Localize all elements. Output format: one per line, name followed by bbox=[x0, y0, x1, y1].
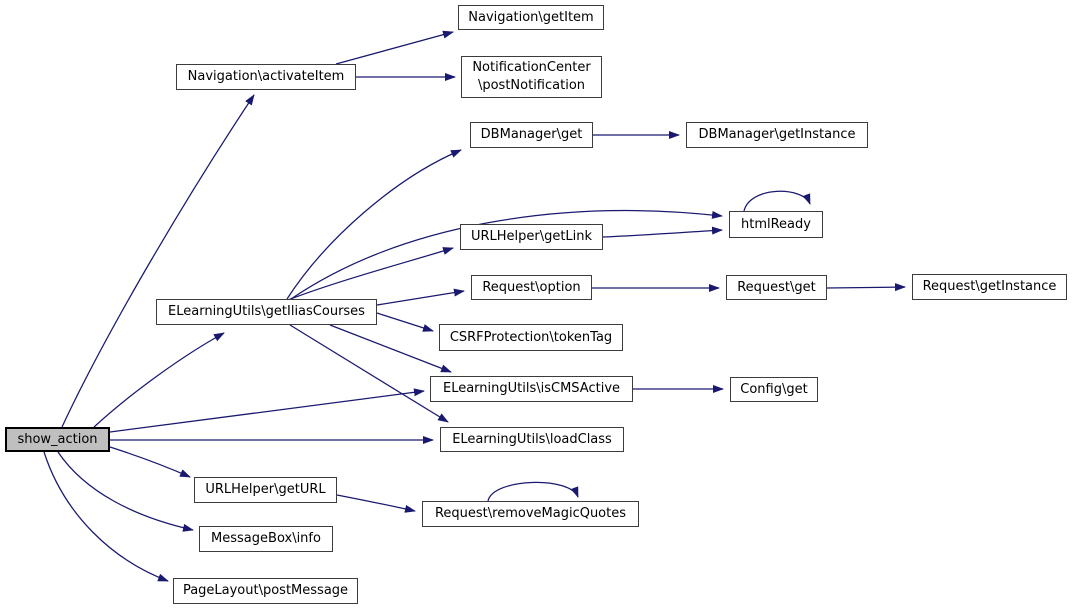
node-label: Config\get bbox=[740, 381, 808, 397]
node-elearningutils-getiliascourses[interactable]: ELearningUtils\getIliasCourses bbox=[156, 299, 377, 325]
node-pagelayout-postmessage[interactable]: PageLayout\postMessage bbox=[173, 578, 358, 604]
edge-elearningutils-getiliascourses-to-dbmanager-get bbox=[286, 149, 462, 300]
node-label: Navigation\activateItem bbox=[187, 69, 345, 85]
edge-request-removemagicquotes-to-request-removemagicquotes bbox=[487, 481, 579, 502]
edge-show-action-to-messagebox-info bbox=[57, 451, 194, 532]
edge-request-get-to-request-getinstance bbox=[826, 283, 906, 292]
node-dbmanager-getinstance[interactable]: DBManager\getInstance bbox=[686, 122, 868, 148]
node-show-action[interactable]: show_action bbox=[5, 427, 110, 452]
edge-show-action-to-elearningutils-iscmsactive bbox=[109, 388, 425, 433]
edge-htmlready-to-htmlready bbox=[743, 190, 811, 212]
node-navigation-getitem[interactable]: Navigation\getItem bbox=[458, 5, 604, 30]
node-dbmanager-get[interactable]: DBManager\get bbox=[470, 122, 593, 148]
edge-elearningutils-getiliascourses-to-csrfprotection-tokentag bbox=[376, 312, 434, 332]
node-label: DBManager\getInstance bbox=[698, 127, 856, 143]
edge-elearningutils-getiliascourses-to-elearningutils-iscmsactive bbox=[329, 324, 452, 373]
node-label: DBManager\get bbox=[480, 127, 583, 143]
node-label: PageLayout\postMessage bbox=[182, 583, 349, 599]
node-label: ELearningUtils\isCMSActive bbox=[442, 381, 621, 397]
node-label: Request\get bbox=[737, 279, 816, 295]
node-label: Request\removeMagicQuotes bbox=[434, 506, 627, 522]
edge-show-action-to-navigation-activateitem bbox=[61, 94, 255, 428]
edge-show-action-to-pagelayout-postmessage bbox=[43, 451, 169, 582]
node-urlhelper-geturl[interactable]: URLHelper\getURL bbox=[194, 477, 337, 503]
node-htmlready[interactable]: htmlReady bbox=[729, 211, 823, 238]
edge-show-action-to-urlhelper-geturl bbox=[109, 446, 191, 478]
node-config-get[interactable]: Config\get bbox=[730, 377, 818, 402]
node-label: NotificationCenter bbox=[472, 60, 591, 76]
edge-elearningutils-getiliascourses-to-elearningutils-loadclass bbox=[289, 324, 449, 423]
node-label: URLHelper\getURL bbox=[205, 482, 326, 498]
node-label: URLHelper\getLink bbox=[470, 229, 593, 245]
edge-elearningutils-getiliascourses-to-htmlready bbox=[290, 210, 723, 300]
node-label: \postNotification bbox=[477, 78, 586, 93]
edge-elearningutils-getiliascourses-to-request-option bbox=[376, 288, 465, 306]
node-label: MessageBox\info bbox=[211, 531, 321, 547]
node-urlhelper-getlink[interactable]: URLHelper\getLink bbox=[460, 224, 603, 250]
node-request-getinstance[interactable]: Request\getInstance bbox=[912, 274, 1067, 300]
node-request-get[interactable]: Request\get bbox=[726, 275, 827, 300]
node-request-option[interactable]: Request\option bbox=[471, 275, 592, 300]
edge-show-action-to-elearningutils-getiliascourses bbox=[93, 332, 225, 428]
node-navigation-activateitem[interactable]: Navigation\activateItem bbox=[176, 64, 356, 90]
node-label: ELearningUtils\loadClass bbox=[452, 431, 612, 447]
node-label: Navigation\getItem bbox=[468, 9, 594, 25]
node-label: Request\option bbox=[482, 279, 581, 295]
node-csrfprotection-tokentag[interactable]: CSRFProtection\tokenTag bbox=[439, 324, 623, 351]
node-label: ELearningUtils\getIliasCourses bbox=[168, 304, 365, 320]
edge-elearningutils-getiliascourses-to-urlhelper-getlink bbox=[287, 247, 454, 301]
edge-navigation-activateitem-to-navigation-getitem bbox=[335, 30, 454, 65]
node-elearningutils-iscmsactive[interactable]: ELearningUtils\isCMSActive bbox=[430, 376, 633, 402]
node-messagebox-info[interactable]: MessageBox\info bbox=[199, 526, 333, 552]
node-label: show_action bbox=[17, 431, 98, 447]
node-request-removemagicquotes[interactable]: Request\removeMagicQuotes bbox=[422, 501, 639, 527]
node-elearningutils-loadclass[interactable]: ELearningUtils\loadClass bbox=[440, 427, 624, 452]
node-notificationcenter-postnotification[interactable]: NotificationCenter \postNotification bbox=[461, 56, 602, 98]
edge-urlhelper-getlink-to-htmlready bbox=[602, 226, 723, 238]
edge-urlhelper-geturl-to-request-removemagicquotes bbox=[336, 494, 416, 513]
node-label: htmlReady bbox=[741, 216, 811, 232]
node-label: CSRFProtection\tokenTag bbox=[449, 329, 613, 345]
node-label: Request\getInstance bbox=[922, 279, 1057, 295]
